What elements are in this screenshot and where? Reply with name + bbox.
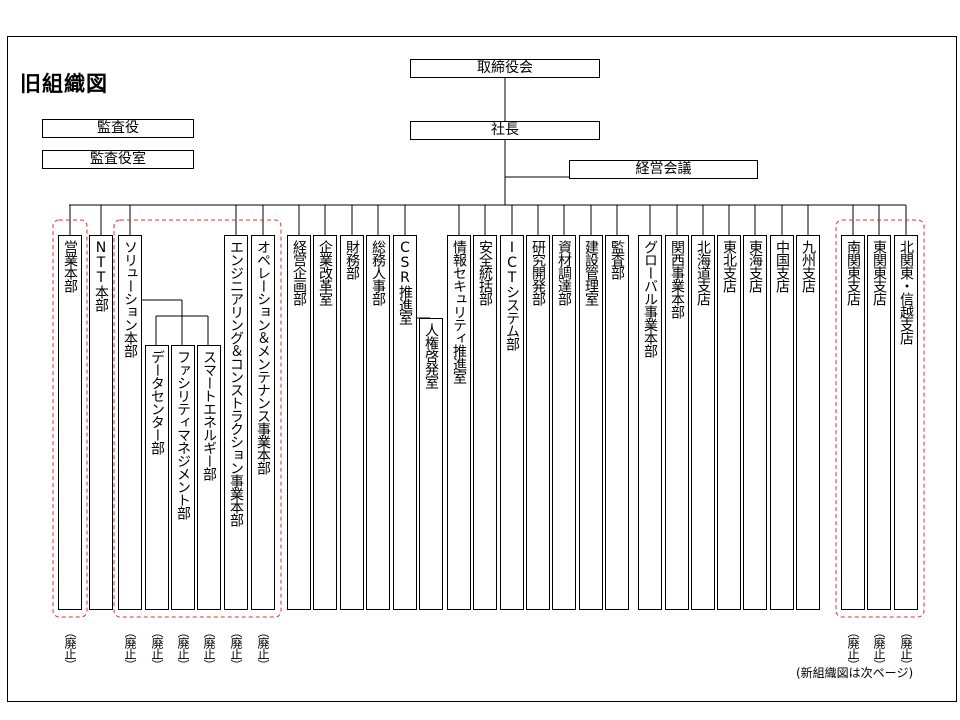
org-unit-label: 情報セキュリティ推進室 bbox=[451, 240, 467, 383]
diagram-title: 旧組織図 bbox=[20, 72, 108, 96]
org-unit-c28: 九州支店 bbox=[796, 235, 820, 610]
management-council-box: 経営会議 bbox=[569, 160, 758, 179]
org-unit-c11: 財務部 bbox=[340, 235, 364, 610]
org-unit-c19: 資材調達部 bbox=[552, 235, 576, 610]
org-unit-label: 東海支店 bbox=[747, 240, 763, 292]
abolished-mark: 廃止 bbox=[63, 626, 77, 670]
org-unit-c8: オペレーション＆メンテナンス事業本部 bbox=[251, 235, 275, 610]
org-unit-label: グローバル事業本部 bbox=[642, 240, 658, 357]
org-unit-c7: エンジニアリング＆コンストラクション事業本部 bbox=[224, 235, 248, 610]
org-unit-c16: 安全統括部 bbox=[473, 235, 497, 610]
org-unit-c6: スマートエネルギー部 bbox=[197, 345, 221, 610]
org-unit-label: データセンター部 bbox=[149, 350, 165, 454]
org-unit-c17: ICTシステム部 bbox=[500, 235, 524, 610]
abolished-mark: 廃止 bbox=[846, 626, 860, 670]
next-page-note: (新組織図は次ページ) bbox=[796, 666, 914, 680]
org-unit-label: 監査部 bbox=[609, 240, 625, 279]
org-unit-c22: グローバル事業本部 bbox=[638, 235, 662, 610]
org-unit-label: 東関東支店 bbox=[871, 240, 887, 305]
org-unit-label: スマートエネルギー部 bbox=[201, 350, 217, 480]
org-unit-c14: 人権啓発室 bbox=[419, 318, 443, 610]
org-unit-c1: 営業本部 bbox=[58, 235, 82, 610]
abolished-group-1 bbox=[52, 219, 88, 618]
org-unit-c26: 東海支店 bbox=[743, 235, 767, 610]
org-unit-c3: ソリューション本部 bbox=[118, 235, 142, 610]
org-unit-c21: 監査部 bbox=[605, 235, 629, 610]
org-unit-c20: 建設管理室 bbox=[579, 235, 603, 610]
org-unit-c29: 南関東支店 bbox=[841, 235, 865, 610]
org-unit-c5: ファシリティマネジメント部 bbox=[171, 345, 195, 610]
org-unit-label: CSR推進室 bbox=[397, 240, 413, 324]
org-unit-label: 研究開発部 bbox=[530, 240, 546, 305]
abolished-mark: 廃止 bbox=[229, 626, 243, 670]
abolished-mark: 廃止 bbox=[123, 626, 137, 670]
auditors-box: 監査役 bbox=[42, 119, 194, 138]
org-unit-label: 資材調達部 bbox=[556, 240, 572, 305]
abolished-group-2 bbox=[113, 219, 282, 618]
org-unit-c25: 東北支店 bbox=[717, 235, 741, 610]
org-unit-c9: 経営企画部 bbox=[287, 235, 311, 610]
abolished-group-3 bbox=[835, 219, 925, 618]
org-unit-label: 人権啓発室 bbox=[423, 323, 439, 388]
org-unit-label: 総務人事部 bbox=[370, 240, 386, 305]
diagram-frame bbox=[7, 36, 957, 702]
org-unit-c15: 情報セキュリティ推進室 bbox=[447, 235, 471, 610]
org-unit-label: 安全統括部 bbox=[477, 240, 493, 305]
abolished-mark: 廃止 bbox=[176, 626, 190, 670]
org-unit-c27: 中国支店 bbox=[770, 235, 794, 610]
org-unit-c18: 研究開発部 bbox=[526, 235, 550, 610]
org-unit-c23: 関西事業本部 bbox=[665, 235, 689, 610]
org-unit-label: 営業本部 bbox=[62, 240, 78, 292]
abolished-mark: 廃止 bbox=[202, 626, 216, 670]
org-unit-label: 中国支店 bbox=[774, 240, 790, 292]
org-unit-label: 企業改革室 bbox=[317, 240, 333, 305]
org-unit-label: 九州支店 bbox=[800, 240, 816, 292]
board-box: 取締役会 bbox=[410, 59, 600, 78]
abolished-mark: 廃止 bbox=[150, 626, 164, 670]
president-box: 社長 bbox=[410, 121, 600, 140]
abolished-mark: 廃止 bbox=[899, 626, 913, 670]
org-unit-label: 関西事業本部 bbox=[669, 240, 685, 318]
org-unit-c12: 総務人事部 bbox=[366, 235, 390, 610]
org-unit-label: ソリューション本部 bbox=[122, 240, 138, 357]
org-unit-c31: 北関東・信越支店 bbox=[894, 235, 918, 610]
org-unit-label: 北海道支店 bbox=[695, 240, 711, 305]
org-unit-c2: NTT本部 bbox=[89, 235, 113, 610]
org-unit-c4: データセンター部 bbox=[145, 345, 169, 610]
abolished-mark: 廃止 bbox=[872, 626, 886, 670]
org-unit-label: エンジニアリング＆コンストラクション事業本部 bbox=[228, 240, 244, 526]
org-unit-label: 経営企画部 bbox=[291, 240, 307, 305]
org-unit-label: 東北支店 bbox=[721, 240, 737, 292]
org-unit-label: 財務部 bbox=[344, 240, 360, 279]
org-unit-label: 南関東支店 bbox=[845, 240, 861, 305]
org-unit-label: ICTシステム部 bbox=[504, 240, 520, 350]
org-unit-c13: CSR推進室 bbox=[393, 235, 417, 610]
org-unit-label: 建設管理室 bbox=[583, 240, 599, 305]
org-unit-c24: 北海道支店 bbox=[691, 235, 715, 610]
org-unit-label: ファシリティマネジメント部 bbox=[175, 350, 191, 519]
org-unit-c10: 企業改革室 bbox=[313, 235, 337, 610]
abolished-mark: 廃止 bbox=[256, 626, 270, 670]
org-unit-label: NTT本部 bbox=[93, 240, 109, 311]
org-unit-label: オペレーション＆メンテナンス事業本部 bbox=[255, 240, 271, 474]
auditors-office-box: 監査役室 bbox=[42, 150, 194, 169]
org-unit-label: 北関東・信越支店 bbox=[898, 240, 914, 344]
org-unit-c30: 東関東支店 bbox=[867, 235, 891, 610]
